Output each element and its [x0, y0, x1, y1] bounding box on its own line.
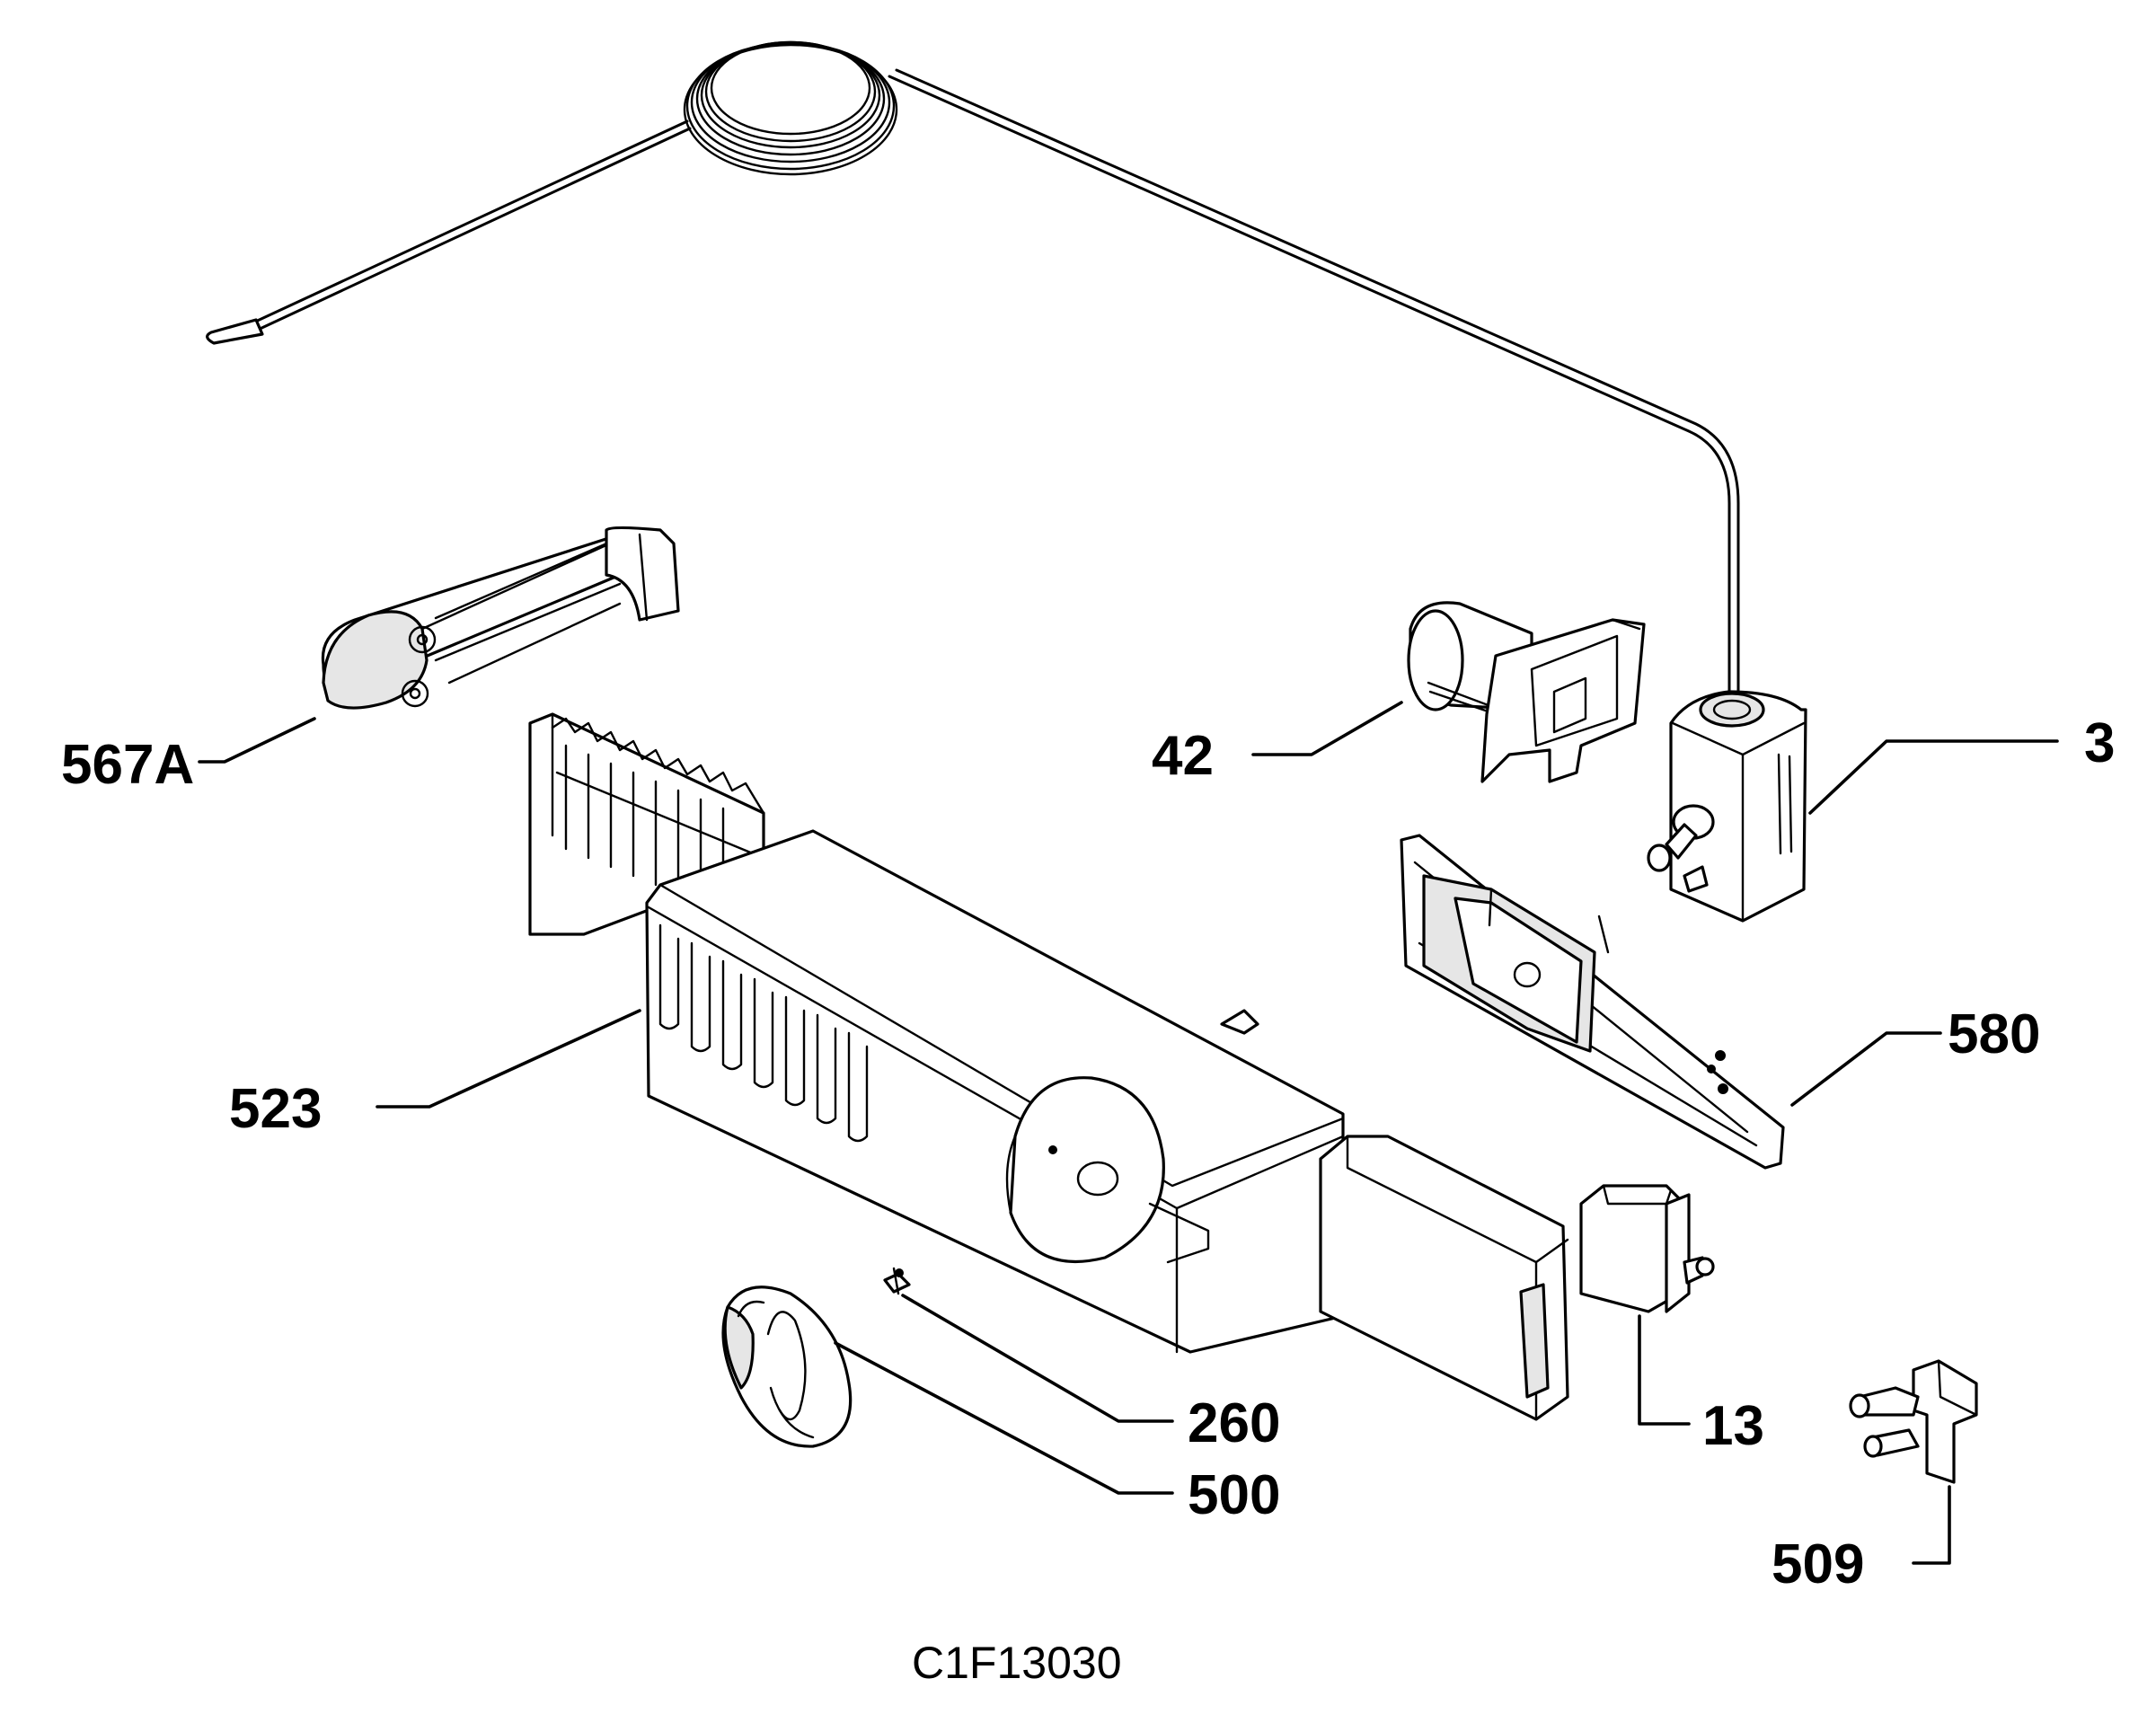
comb-teeth [551, 717, 765, 896]
pin-260 [883, 1267, 911, 1295]
leader-523 [376, 1009, 641, 1109]
capillary-coil [683, 40, 898, 176]
panel-580 [1400, 834, 1785, 1170]
callout-580: 580 [1948, 1003, 2040, 1065]
thermostat-shaft [1647, 804, 1715, 872]
sensor-bulb [206, 318, 264, 345]
leader-lines [198, 701, 2059, 1565]
leader-3 [1808, 739, 2059, 815]
leader-42 [1251, 701, 1403, 756]
callout-500: 500 [1188, 1464, 1280, 1526]
lamp-holder-42 [1407, 601, 1646, 783]
callout-3: 3 [2084, 712, 2115, 774]
thermostat-3 [1647, 690, 1807, 923]
housing-523 [528, 712, 1345, 1354]
callout-labels: 567A 42 3 580 523 260 500 13 509 [61, 712, 2115, 1595]
callout-260: 260 [1188, 1392, 1280, 1454]
callout-42: 42 [1152, 725, 1214, 787]
leader-13 [1638, 1314, 1691, 1426]
drawing-number: C1F13030 [912, 1638, 1122, 1688]
knob-500 [721, 1286, 853, 1448]
bracket-567a [321, 526, 680, 710]
end-cover [1319, 1135, 1569, 1421]
callout-523: 523 [229, 1078, 322, 1140]
leader-509 [1912, 1485, 1951, 1565]
leader-580 [1790, 1031, 1942, 1107]
callout-509: 509 [1772, 1533, 1864, 1595]
clip-509 [1849, 1359, 1978, 1484]
housing-vents [658, 923, 869, 1143]
leader-567a [198, 717, 316, 764]
leader-500 [834, 1341, 1174, 1495]
callout-567a: 567A [61, 734, 194, 796]
capillary-tube [206, 40, 1740, 694]
switch-13 [1579, 1184, 1715, 1313]
callout-13: 13 [1702, 1395, 1764, 1457]
leader-260 [901, 1294, 1174, 1423]
